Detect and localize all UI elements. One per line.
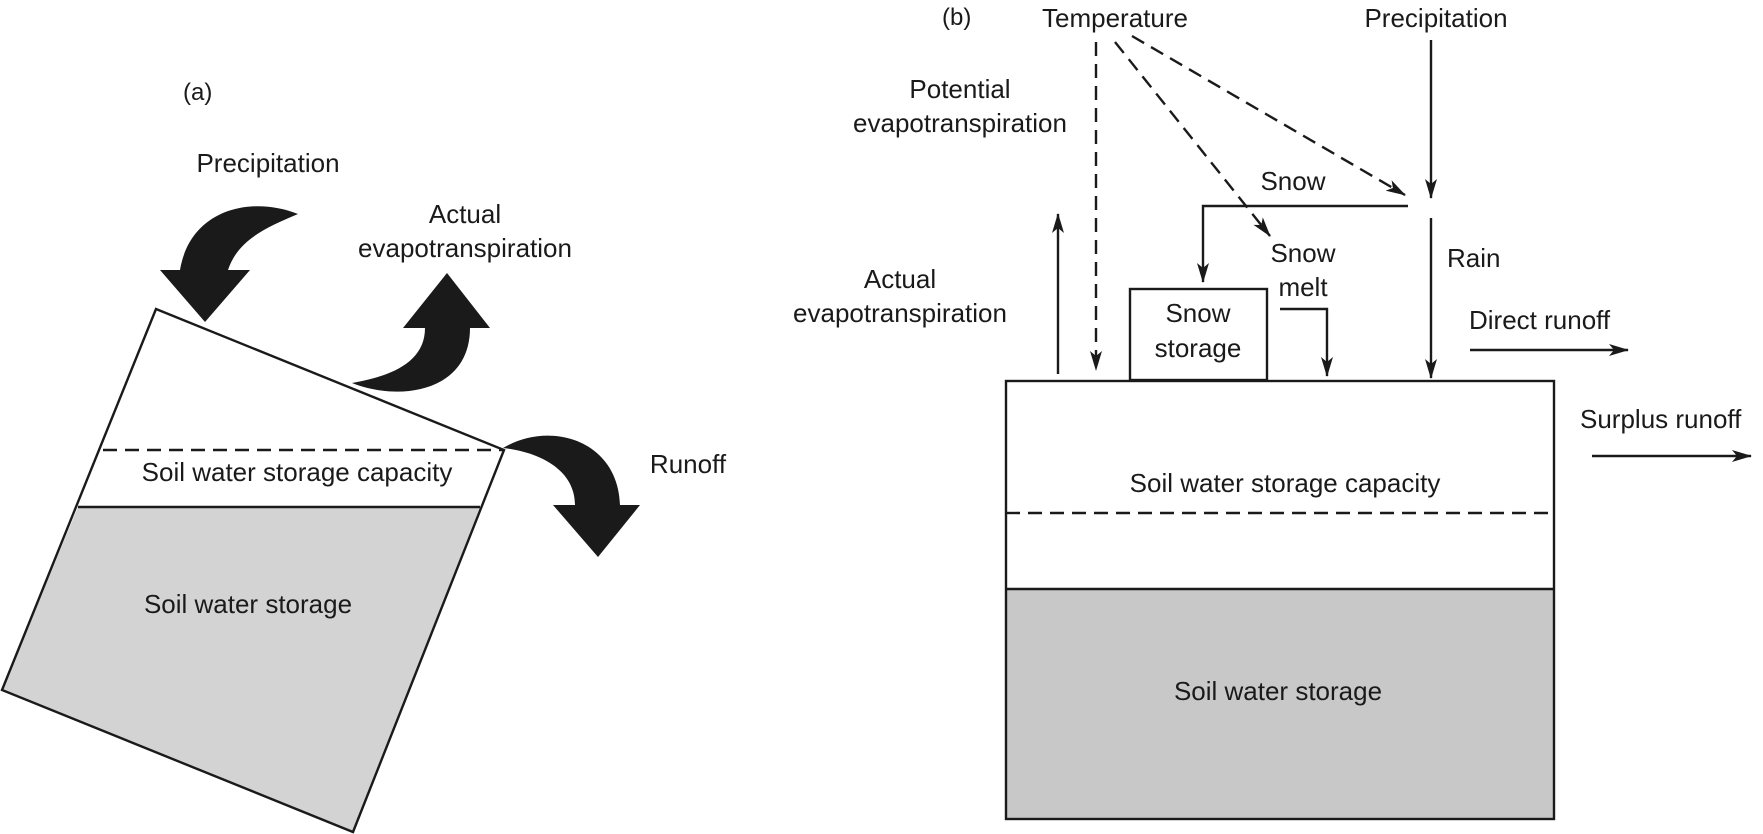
precipitation-label-a: Precipitation xyxy=(196,148,339,178)
soil-box xyxy=(1004,379,1556,821)
precipitation-label-b: Precipitation xyxy=(1364,3,1507,33)
snow-melt-label-line2: melt xyxy=(1278,272,1328,302)
snow-label: Snow xyxy=(1260,166,1325,196)
bucket-outline xyxy=(0,307,506,834)
actual-et-label-b-line2: evapotranspiration xyxy=(793,298,1007,328)
potential-et-label-line1: Potential xyxy=(909,74,1010,104)
rain-label: Rain xyxy=(1447,243,1500,273)
actual-et-label-a-line1: Actual xyxy=(429,199,501,229)
precipitation-curved-arrow-icon xyxy=(160,206,298,322)
direct-runoff-label: Direct runoff xyxy=(1469,305,1611,335)
snow-to-snow-storage-arrow xyxy=(1197,204,1408,283)
snowmelt-to-soil-arrow xyxy=(1280,307,1333,377)
panel-b: (b) Temperature Precipitation Potential … xyxy=(793,3,1752,821)
actual-et-curved-arrow-icon xyxy=(352,273,490,392)
soil-storage-fill xyxy=(1006,589,1554,819)
actual-et-label-a-line2: evapotranspiration xyxy=(358,233,572,263)
capacity-label-a: Soil water storage capacity xyxy=(142,457,453,487)
temperature-to-partition-dashed-arrow xyxy=(1131,34,1406,197)
temperature-to-snowmelt-dashed-arrow xyxy=(1114,41,1271,237)
storage-label-a: Soil water storage xyxy=(144,589,352,619)
actual-et-label-b-line1: Actual xyxy=(864,264,936,294)
panel-a-label: (a) xyxy=(183,79,212,106)
potential-et-label-line2: evapotranspiration xyxy=(853,108,1067,138)
runoff-curved-arrow-icon xyxy=(503,435,640,557)
runoff-label-a: Runoff xyxy=(650,449,727,479)
snow-storage-label-line1: Snow xyxy=(1165,298,1230,328)
tilted-bucket xyxy=(0,307,506,834)
bucket-storage-fill xyxy=(2,507,480,832)
snow-melt-label-line1: Snow xyxy=(1270,238,1335,268)
storage-label-b: Soil water storage xyxy=(1174,676,1382,706)
soil-box-outline xyxy=(1004,379,1556,821)
snow-storage-label-line2: storage xyxy=(1155,333,1242,363)
panel-a: (a) Soil water storage capacity Soil wat… xyxy=(0,79,727,834)
capacity-label-b: Soil water storage capacity xyxy=(1130,468,1441,498)
temperature-label: Temperature xyxy=(1042,3,1188,33)
panel-b-label: (b) xyxy=(942,4,971,31)
surplus-runoff-label: Surplus runoff xyxy=(1580,404,1742,434)
